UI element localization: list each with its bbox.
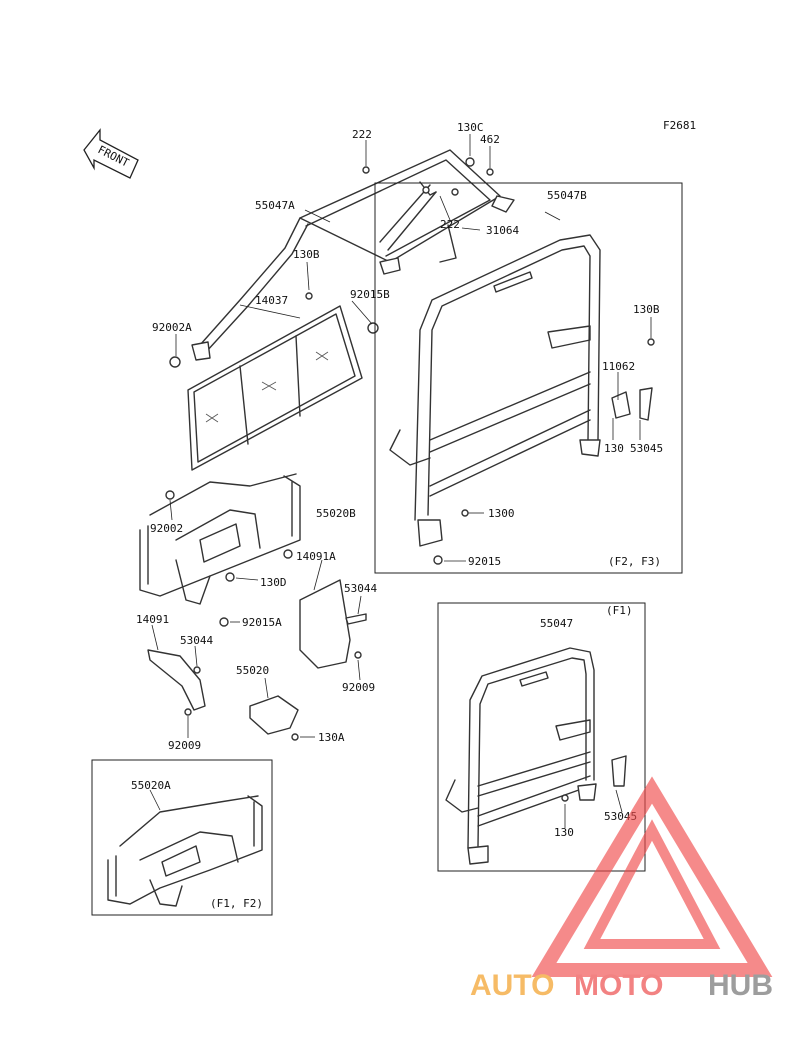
label-462: 462 [480,133,500,146]
label-222-top: 222 [352,128,372,141]
label-55047b: 55047B [547,189,587,202]
rear-frame-55047 [445,647,627,865]
label-130-right: 130 [604,442,624,455]
figure-code: F2681 [663,119,696,132]
label-55020b: 55020B [316,507,356,520]
label-92015: 92015 [468,555,501,568]
rear-screen-14037 [169,292,379,471]
front-guard-55020a [107,795,263,907]
label-55020a: 55020A [131,779,171,792]
label-92009-b: 92009 [168,739,201,752]
label-31064: 31064 [486,224,519,237]
label-14037: 14037 [255,294,288,307]
label-130b-right: 130B [633,303,660,316]
watermark-logo: AUTO MOTO HUB [470,776,773,1002]
label-130b-left: 130B [293,248,320,261]
plate-14091 [147,649,206,716]
label-55020: 55020 [236,664,269,677]
label-53044-b: 53044 [180,634,213,647]
label-130d: 130D [260,576,287,589]
label-92015b: 92015B [350,288,390,301]
label-55047: 55047 [540,617,573,630]
label-130-lower: 130 [554,826,574,839]
label-11062: 11062 [602,360,635,373]
watermark-text-auto: AUTO [470,969,554,1002]
variant-label-f2-f3: (F2, F3) [608,555,661,568]
label-92015a: 92015A [242,616,282,629]
bracket-55020 [249,695,299,741]
label-53045-right: 53045 [630,442,663,455]
rear-frame-55047b [389,234,655,565]
front-arrow-icon: FRONT [83,128,139,179]
variant-box-f1 [437,602,646,872]
plate-14091a [299,579,367,669]
variant-box-f1-f2 [91,759,273,916]
watermark-text-hub: HUB [708,969,773,1002]
label-14091: 14091 [136,613,169,626]
variant-label-f1-f2: (F1, F2) [210,897,263,910]
label-130c: 130C [457,121,484,134]
label-1300: 1300 [488,507,515,520]
leader-lines [149,134,652,828]
front-guard-55020b [139,473,301,627]
label-14091a: 14091A [296,550,336,563]
label-92009-a: 92009 [342,681,375,694]
roll-cage-top-55047a [191,149,515,361]
label-92002a: 92002A [152,321,192,334]
label-222-mid: 222 [440,218,460,231]
watermark-triangle-icon [531,776,773,977]
label-92002: 92002 [150,522,183,535]
label-55047a: 55047A [255,199,295,212]
variant-box-f2-f3 [374,182,683,574]
part-labels: 222 130C 462 55047A 55047B 222 31064 130… [131,121,663,910]
variant-label-f1: (F1) [606,604,633,617]
label-53044-a: 53044 [344,582,377,595]
watermark-text-moto: MOTO [574,969,663,1002]
label-130a: 130A [318,731,345,744]
